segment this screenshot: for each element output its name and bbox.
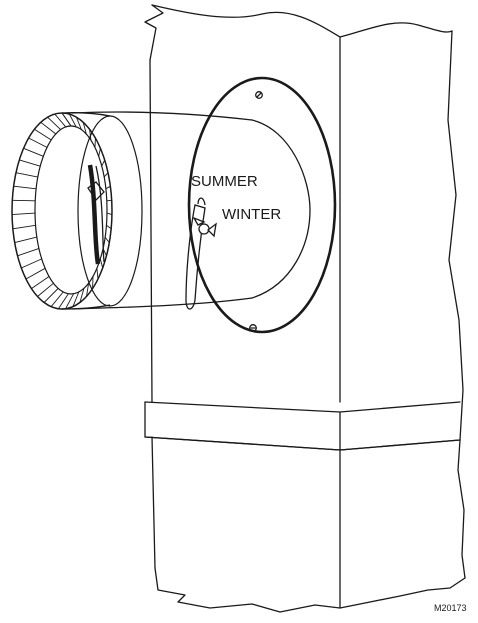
crimp-ridge xyxy=(15,172,38,178)
crimp-ridge xyxy=(104,236,110,243)
figure-code: M20173 xyxy=(434,603,467,613)
crimp-ridge xyxy=(23,147,44,157)
crimp-ridge xyxy=(68,113,77,128)
crimp-ridge xyxy=(99,258,104,269)
crimp-ridge xyxy=(12,224,36,230)
crimp-ridge xyxy=(40,121,56,135)
crimp-ridge xyxy=(98,148,101,157)
crimp-ridge xyxy=(65,293,74,309)
crimp-ridge xyxy=(72,291,80,307)
crimp-ridge xyxy=(79,288,85,303)
crimp-ridge xyxy=(43,288,59,303)
screw-top-icon xyxy=(255,91,263,99)
crimp-ridge xyxy=(61,112,72,127)
crimp-ridge xyxy=(105,185,111,190)
winter-label: WINTER xyxy=(222,206,281,223)
crimp-ridge xyxy=(34,128,52,141)
wing-nut-icon[interactable] xyxy=(192,216,217,238)
crimp-ridge xyxy=(28,137,48,148)
crimp-ridge xyxy=(17,247,40,257)
crimp-ridge xyxy=(37,282,54,297)
band-top xyxy=(144,401,461,413)
crimp-ridge xyxy=(50,291,64,307)
damper-handle[interactable] xyxy=(185,197,206,310)
crimp-ridge xyxy=(12,199,36,202)
crimp-ridge xyxy=(101,159,106,167)
crimp-ridge xyxy=(96,268,99,280)
crimp-ridge xyxy=(82,122,87,135)
crimp-ridge xyxy=(89,129,92,140)
crimp-ridge xyxy=(58,293,69,309)
pipe-rear-edge xyxy=(251,119,311,299)
screw-bottom-icon xyxy=(249,324,257,332)
duct-right-edge-upper xyxy=(447,30,464,441)
band-bottom-right xyxy=(339,439,461,451)
summer-label: SUMMER xyxy=(191,173,258,190)
crimp-ridge xyxy=(19,159,41,167)
band-front xyxy=(144,401,461,451)
crimp-ridge xyxy=(14,236,38,244)
duct-left-edge-lower xyxy=(151,436,156,569)
crimp-ridge xyxy=(106,212,113,216)
pipe-top-line xyxy=(71,111,253,121)
duct-right-edge-lower xyxy=(457,439,466,579)
crimp-ridge xyxy=(31,276,50,289)
mounting-plate xyxy=(187,76,337,334)
duct-bottom-break xyxy=(154,567,466,613)
crimp-ridge xyxy=(21,258,42,269)
pipe-crimped-end xyxy=(11,112,143,310)
crimp-ridge xyxy=(47,116,61,130)
duct-left-edge xyxy=(149,59,153,403)
duct-top-break xyxy=(151,4,453,38)
crimp-ridge xyxy=(106,224,112,230)
duct-top-left-break xyxy=(144,4,164,61)
crimp-ridge xyxy=(11,212,36,216)
crimp-ridge xyxy=(75,117,82,130)
damper-blade xyxy=(87,164,105,265)
crimp-ridge xyxy=(13,185,37,190)
pipe-bottom-line xyxy=(71,297,253,310)
crimp-ridge xyxy=(86,283,90,297)
crimp-ridge xyxy=(25,267,46,280)
band-bottom-front xyxy=(144,436,341,451)
crimp-ridge xyxy=(106,199,112,202)
crimp-ridge xyxy=(103,172,109,178)
crimp-ridge xyxy=(54,113,67,128)
